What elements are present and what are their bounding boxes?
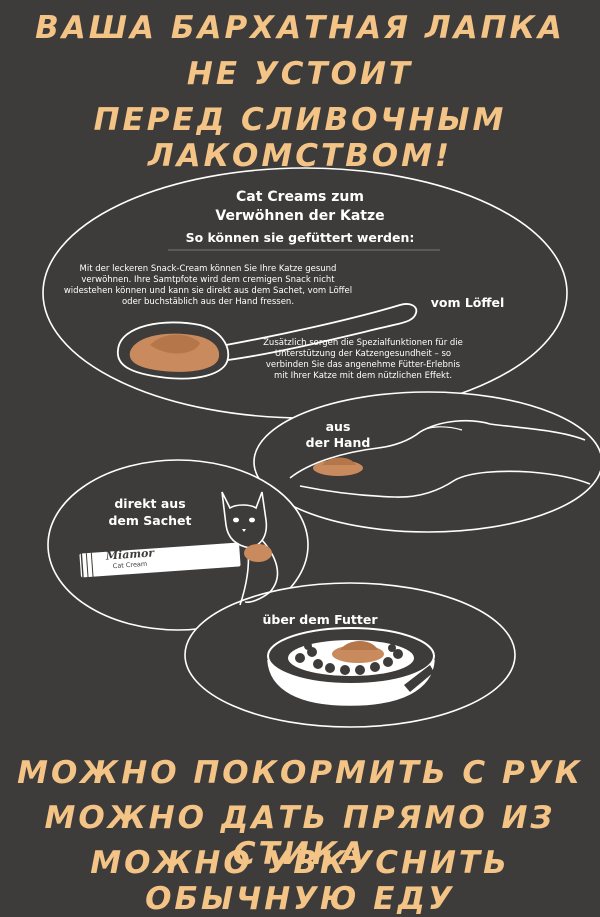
hand-ellipse [253,391,600,533]
headline-line-1: Ваша бархатная лапка [35,10,565,46]
sachet-ellipse [47,459,309,631]
sachet-stick [79,542,272,580]
method-spoon-label: vom Löffel [430,295,505,310]
info-title-line-1: Cat Creams zum [236,189,364,205]
headline-line-2: не устоит [186,56,414,92]
info-subtitle: So können sie gefüttert werden: [185,230,415,245]
method-sachet-label-1: direkt aus [114,496,186,511]
bowl-icon [267,627,435,706]
method-bowl-label: über dem Futter [262,612,378,627]
method-hand-label-1: aus [325,419,351,434]
info-intro-text: Mit der leckeren Snack-Cream können Sie … [63,264,353,307]
spoon-icon [117,303,418,380]
info-extra-text: Zusätzlich sorgen die Spezialfunktionen … [263,338,463,381]
footer-line-1: Можно покормить с рук [17,755,583,791]
footer-line-2: Можно дать прямо из стика [44,800,556,872]
footer-line-3: Можно увкуснить обычную еду [90,845,510,917]
method-hand-label-2: der Hand [305,435,371,450]
info-title-line-2: Verwöhnen der Katze [215,208,385,224]
hand-icon [289,419,591,498]
headline-line-3: перед сливочным лакомством! [93,102,507,174]
method-sachet-label-2: dem Sachet [108,513,192,528]
